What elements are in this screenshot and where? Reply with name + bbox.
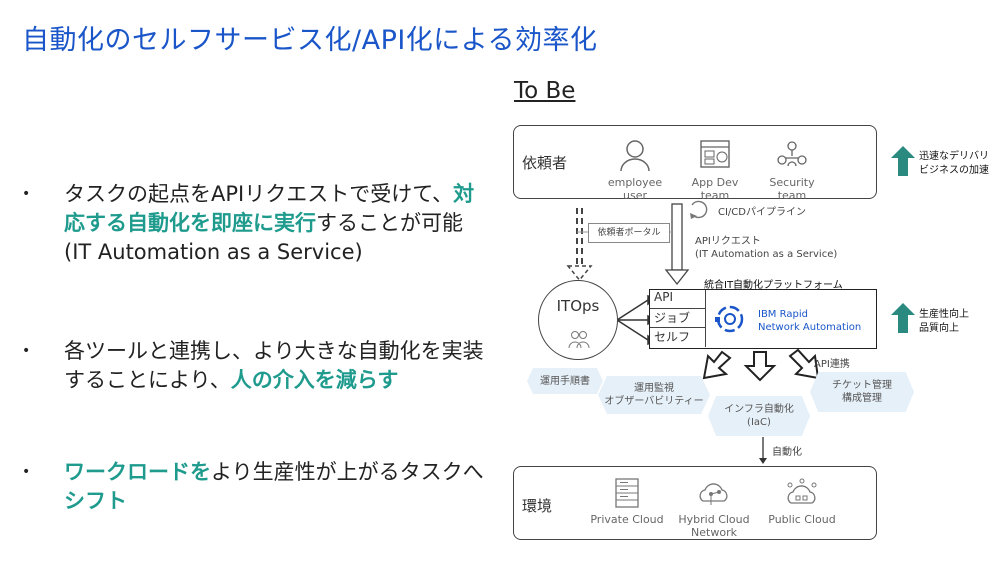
hex-ticket-line2: 構成管理	[842, 393, 882, 404]
person-icon	[620, 140, 650, 172]
public-cloud-line1: Public Cloud	[768, 513, 836, 526]
bullet-3-emphasis-b: シフト	[64, 489, 127, 513]
hybrid-cloud-icon	[699, 483, 728, 505]
platform-title: 統合IT自動化プラットフォーム	[704, 280, 843, 291]
hex-iac-line2: (IaC)	[747, 417, 771, 428]
bullet-1-text-c: (IT Automation as a Service)	[64, 240, 363, 264]
down-arrows	[702, 348, 820, 382]
security-team: Security team	[757, 138, 827, 202]
security-line2: team	[777, 189, 807, 202]
hybrid-cloud-network: Hybrid Cloud Network	[674, 477, 754, 539]
app-dev-icon	[700, 140, 730, 168]
up-arrow-icon	[891, 303, 915, 333]
employee-line2: user	[623, 189, 647, 202]
employee-user: employee user	[600, 138, 670, 202]
requesters-label: 依頼者	[522, 154, 568, 172]
itops-label: ITOps	[556, 297, 600, 315]
automation-label: 自動化	[772, 447, 802, 458]
bullet-1-text-a: タスクの起点をAPIリクエストで受けて、	[64, 182, 454, 206]
product-line1: IBM Rapid	[758, 309, 808, 320]
note-top-line1: 迅速なデリバリ	[919, 151, 989, 162]
api-request-line2: (IT Automation as a Service)	[695, 249, 838, 260]
hex-monitoring-line1: 運用監視	[634, 383, 674, 394]
product-line2: Network Automation	[758, 322, 862, 333]
server-icon	[615, 478, 639, 508]
app-dev-team: App Dev team	[680, 138, 750, 202]
private-cloud: Private Cloud	[587, 477, 667, 526]
hex-monitoring: 運用監視オブザーバビリティー	[598, 376, 710, 414]
cicd-label: CI/CDパイプライン	[718, 207, 806, 218]
bullet-1-emphasis: 対応する自動化を即座に実行	[64, 182, 475, 235]
employee-line1: employee	[607, 176, 663, 189]
public-cloud-icon	[787, 478, 817, 504]
bullet-3-emphasis-a: ワークロードを	[64, 460, 211, 484]
bullet-dot: •	[22, 464, 31, 480]
api-link-label: API連携	[814, 359, 850, 370]
bullet-dot: •	[22, 343, 31, 359]
note-mid: 生産性向上 品質向上	[919, 308, 969, 336]
platform-box: API ジョブ セルフ IBM Rapid Network Automation	[649, 289, 877, 349]
security-line1: Security	[769, 176, 815, 189]
itops-node: ITOps	[538, 280, 618, 360]
up-arrow-icon	[891, 146, 915, 176]
tab-api[interactable]: API	[650, 290, 706, 309]
bullet-3-text: より生産性が上がるタスクへ	[211, 460, 484, 484]
hybrid-line1: Hybrid Cloud	[678, 513, 750, 526]
security-icon	[777, 141, 807, 167]
hex-monitoring-line2: オブザーバビリティー	[604, 396, 704, 407]
hex-runbook-line1: 運用手順書	[540, 375, 590, 387]
tab-job[interactable]: ジョブ	[650, 309, 706, 328]
note-top: 迅速なデリバリ ビジネスの加速	[919, 150, 989, 178]
hex-ticket-line1: チケット管理	[832, 380, 892, 391]
request-arrow	[664, 203, 690, 286]
diagram-heading: To Be	[514, 78, 576, 104]
note-top-line2: ビジネスの加速	[919, 165, 989, 176]
tab-self[interactable]: セルフ	[650, 328, 706, 347]
rapid-automation-icon	[715, 305, 744, 333]
public-cloud: Public Cloud	[762, 477, 842, 526]
bullet-1-text-b: することが可能	[316, 211, 463, 235]
note-mid-line2: 品質向上	[919, 323, 959, 334]
bullet-dot: •	[22, 186, 31, 202]
appdev-line2: team	[700, 189, 730, 202]
team-icon	[568, 331, 590, 349]
dashed-arrow	[566, 208, 593, 282]
environment-box: 環境 Private Cloud Hybrid Cloud Network Pu…	[513, 466, 877, 540]
hybrid-line2: Network	[691, 526, 737, 539]
bullet-2-text-a: 各ツールと連携し、より大きな自動化を実装することにより、	[64, 339, 484, 392]
api-request-label: APIリクエスト (IT Automation as a Service)	[695, 235, 837, 261]
hex-ticket: チケット管理構成管理	[810, 372, 914, 412]
bullet-2-emphasis: 人の介入を減らす	[230, 368, 399, 392]
product-name: IBM Rapid Network Automation	[758, 308, 861, 334]
hex-iac-line1: インフラ自動化	[724, 404, 794, 415]
refresh-icon	[690, 200, 708, 219]
environment-label: 環境	[522, 497, 553, 515]
automation-arrow	[759, 437, 767, 464]
portal-tag: 依頼者ポータル	[588, 223, 670, 243]
private-cloud-line1: Private Cloud	[590, 513, 664, 526]
slide-title: 自動化のセルフサービス化/API化による効率化	[22, 25, 598, 56]
appdev-line1: App Dev	[691, 176, 739, 189]
hex-runbook: 運用手順書	[527, 368, 603, 394]
hex-iac: インフラ自動化 (IaC)	[708, 396, 810, 436]
requesters-box: 依頼者 employee user App Dev team Security …	[513, 125, 877, 202]
note-mid-line1: 生産性向上	[919, 309, 969, 320]
api-request-line1: APIリクエスト	[695, 236, 761, 247]
